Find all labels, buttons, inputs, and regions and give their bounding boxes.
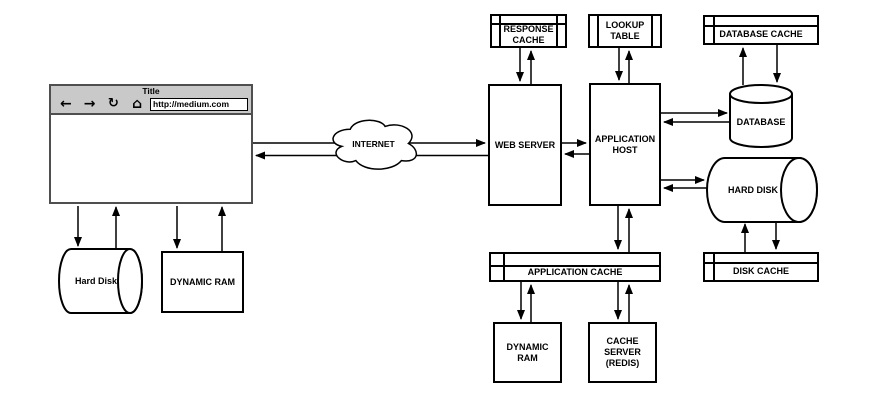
back-icon: ← xyxy=(60,96,72,112)
table-right-bar xyxy=(651,16,653,46)
browser-title: Title xyxy=(142,86,160,96)
node-application-host: APPLICATION HOST xyxy=(589,83,661,206)
url-bar: http://medium.com xyxy=(150,97,248,111)
node-label: DISK CACHE xyxy=(732,265,789,276)
hard-disk-left-label: Hard Disk xyxy=(74,276,118,286)
node-label: WEB SERVER xyxy=(494,139,556,150)
cache-left-bar xyxy=(713,254,715,280)
node-dynamic-ram-browser: DYNAMIC RAM xyxy=(161,251,244,313)
cache-left-bar xyxy=(503,254,505,280)
cache-top-strip xyxy=(705,25,817,27)
node-database-cache: DATABASE CACHE xyxy=(703,15,819,45)
node-application-cache: APPLICATION CACHE xyxy=(489,252,661,282)
hard-disk-left-cylinder xyxy=(58,248,143,314)
internet-label: INTERNET xyxy=(352,139,395,149)
hard-disk-right-cylinder xyxy=(706,157,818,223)
node-dynamic-ram-server: DYNAMIC RAM xyxy=(493,322,562,383)
database-label: DATABASE xyxy=(736,117,786,127)
node-web-server: WEB SERVER xyxy=(488,84,562,206)
node-response-cache: RESPONSE CACHE xyxy=(490,14,567,48)
database-cylinder xyxy=(729,84,793,148)
node-label: CACHE SERVER (REDIS) xyxy=(604,336,641,368)
hard-disk-right-label: HARD DISK xyxy=(727,185,778,195)
browser-header: Title ← → ↻ ⌂ http://medium.com xyxy=(51,86,251,115)
home-icon: ⌂ xyxy=(132,96,143,112)
browser-window: Title ← → ↻ ⌂ http://medium.com xyxy=(49,84,253,204)
node-label: APPLICATION CACHE xyxy=(527,266,623,277)
cache-top-strip xyxy=(491,265,659,267)
cache-top-strip xyxy=(705,262,817,264)
cache-right-bar xyxy=(556,16,558,46)
node-label: DYNAMIC RAM xyxy=(506,341,549,363)
node-label: DATABASE CACHE xyxy=(719,28,803,39)
node-label: APPLICATION HOST xyxy=(594,133,656,155)
forward-icon: → xyxy=(83,96,96,112)
cache-left-bar xyxy=(713,17,715,43)
internet-cloud xyxy=(332,119,417,170)
node-label: RESPONSE CACHE xyxy=(503,23,554,45)
table-left-bar xyxy=(597,16,599,46)
node-cache-server-redis: CACHE SERVER (REDIS) xyxy=(588,322,657,383)
cache-left-bar xyxy=(499,16,501,46)
node-label: DYNAMIC RAM xyxy=(170,276,235,287)
cache-top-strip xyxy=(492,23,565,25)
node-label: LOOKUP TABLE xyxy=(605,20,645,41)
node-disk-cache: DISK CACHE xyxy=(703,252,819,282)
node-lookup-table: LOOKUP TABLE xyxy=(588,14,662,48)
refresh-icon: ↻ xyxy=(107,96,119,111)
browser-toolbar: ← → ↻ ⌂ http://medium.com xyxy=(51,96,251,112)
